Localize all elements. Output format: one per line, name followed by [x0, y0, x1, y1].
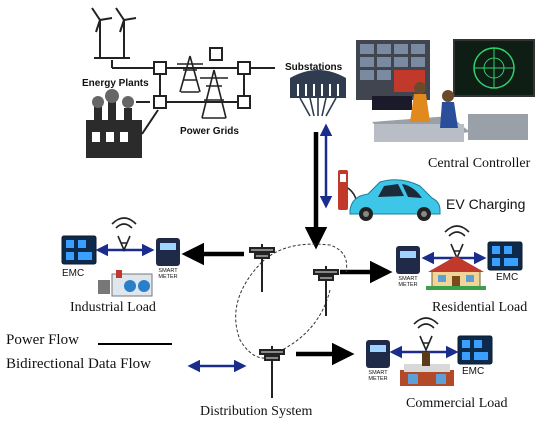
substations-label: Substations [285, 62, 343, 73]
smart-meter-line1: SMART [398, 276, 418, 282]
energy-plants-label: Energy Plants [82, 78, 149, 89]
smart-meter-line2: METER [158, 274, 178, 280]
utility-pole-icon [249, 244, 339, 398]
smart-meter-line1: SMART [158, 268, 178, 274]
power-flow-arrows [181, 132, 393, 366]
legend-power-flow-label: Power Flow [6, 332, 79, 348]
emc-panel-icon [61, 235, 523, 365]
substation-icon [290, 70, 346, 117]
smart-meter-label-residential: SMART METER [394, 276, 422, 288]
emc-label-commercial: EMC [462, 366, 485, 377]
industrial-load-label: Industrial Load [70, 300, 156, 315]
residential-load-label: Residential Load [432, 300, 528, 315]
smart-meter-line1: SMART [368, 370, 388, 376]
commercial-load-label: Commercial Load [406, 396, 508, 411]
emc-label-residential: EMC [496, 272, 519, 283]
smart-meter-icon [156, 238, 420, 368]
control-room-icon [356, 39, 535, 142]
smart-meter-line2: METER [368, 376, 388, 382]
power-grids-label: Power Grids [180, 126, 239, 137]
smart-meter-label-commercial: SMART METER [364, 370, 392, 382]
distribution-ring [235, 243, 348, 359]
shop-icon [400, 352, 454, 386]
emc-label-industrial: EMC [62, 268, 85, 279]
legend-data-flow-label: Bidirectional Data Flow [6, 356, 151, 372]
house-icon [426, 256, 486, 290]
data-flow-arrows [95, 123, 487, 373]
industrial-equipment-icon [98, 270, 153, 297]
smart-meter-line2: METER [398, 282, 418, 288]
electric-car-icon [349, 179, 441, 221]
ev-charging-label: EV Charging [446, 196, 526, 212]
distribution-system-label: Distribution System [200, 404, 313, 419]
smart-meter-label-industrial: SMART METER [154, 268, 182, 280]
factory-icon [86, 89, 159, 158]
wind-turbine-icon [91, 7, 137, 59]
transmission-tower-icon [177, 55, 228, 119]
wifi-antenna-icon [111, 217, 470, 353]
central-controller-label: Central Controller [428, 156, 531, 171]
grid-network-lines [111, 47, 275, 109]
